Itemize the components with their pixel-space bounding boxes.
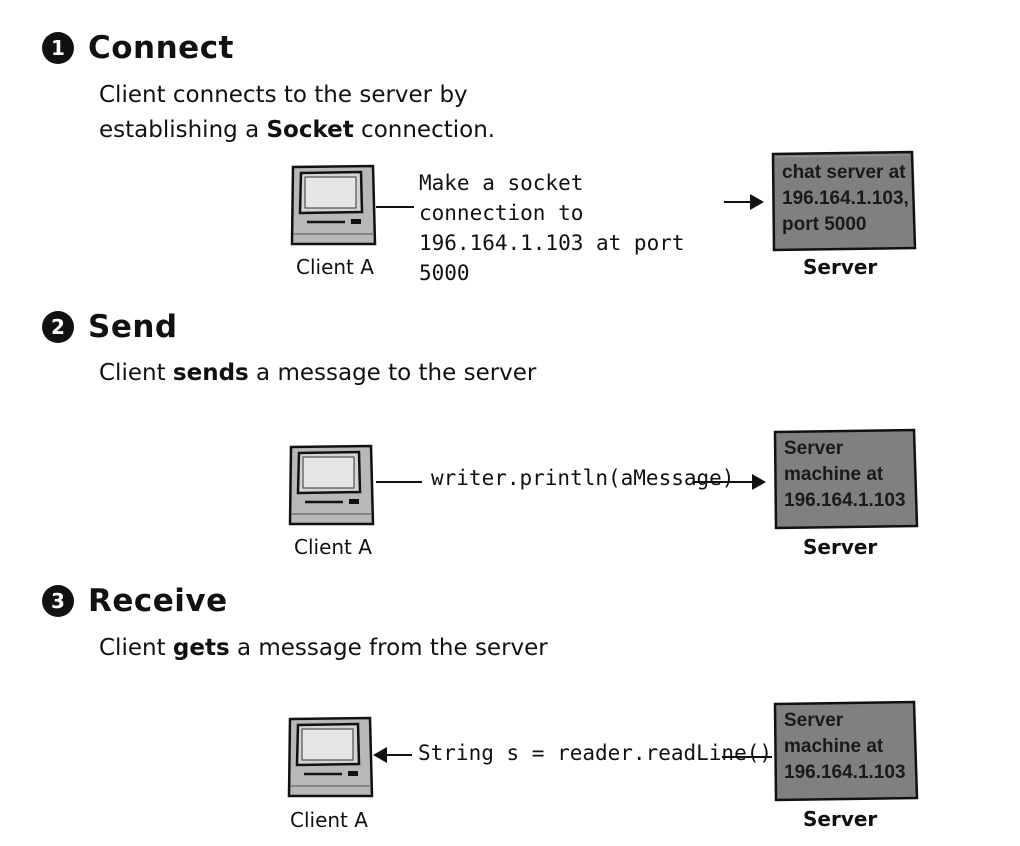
server-line: 196.164.1.103 <box>784 762 906 783</box>
connection-line-left <box>376 206 414 208</box>
send-line-left <box>376 481 422 483</box>
step-3-title: Receive <box>88 583 228 619</box>
step-1-desc-post: connection. <box>353 117 496 143</box>
step-3-desc-post: a message from the server <box>229 635 548 661</box>
server-line: Server <box>784 710 844 731</box>
server-label: Server <box>803 255 878 279</box>
step-2-desc-bold: sends <box>172 360 249 386</box>
receive-line-right <box>722 756 772 758</box>
step-2-title: Send <box>88 309 178 345</box>
step-2-description: Client sends a message to the server <box>99 356 536 391</box>
computer-icon <box>286 716 374 798</box>
step-1-server-text: chat server at 196.164.1.103, port 5000 <box>782 160 910 238</box>
step-1-title: Connect <box>88 30 234 66</box>
step-2-desc-post: a message to the server <box>248 360 537 386</box>
server-box-icon: chat server at 196.164.1.103, port 5000 <box>770 150 918 252</box>
server-line: chat server at <box>782 162 906 183</box>
step-1-message: Make a socket connection to 196.164.1.10… <box>419 168 719 288</box>
step-3-description: Client gets a message from the server <box>99 631 548 666</box>
arrow-right-icon <box>752 474 766 490</box>
send-line-right <box>694 481 754 483</box>
server-line: machine at <box>784 464 884 485</box>
step-1-desc-bold: Socket <box>266 117 354 143</box>
server-line: 196.164.1.103 <box>784 490 906 511</box>
client-a-label: Client A <box>294 535 372 559</box>
arrow-left-icon <box>373 747 387 763</box>
step-3-server-text: Server machine at 196.164.1.103 <box>784 708 912 786</box>
step-1-description: Client connects to the server by establi… <box>99 78 495 148</box>
step-2-number: 2 <box>42 311 74 343</box>
step-3-message: String s = reader.readLine() <box>418 741 773 765</box>
server-box-icon: Server machine at 196.164.1.103 <box>772 700 920 802</box>
connection-line-right <box>724 201 752 203</box>
step-1-desc-line1: Client connects to the server by <box>99 82 468 108</box>
step-1-number: 1 <box>42 32 74 64</box>
computer-icon <box>287 444 375 526</box>
arrow-right-icon <box>750 194 764 210</box>
step-2-message: writer.println(aMessage) <box>431 466 735 490</box>
step-1-desc-pre: establishing a <box>99 117 267 143</box>
step-1-desc-line2: establishing a Socket connection. <box>99 113 495 148</box>
step-1-message-line2: 196.164.1.103 at port 5000 <box>419 231 685 285</box>
step-3-desc-pre: Client <box>99 635 173 661</box>
server-line: 196.164.1.103, <box>782 188 909 209</box>
step-2-heading: 2 Send <box>42 309 178 345</box>
server-box-icon: Server machine at 196.164.1.103 <box>772 428 920 530</box>
step-1-heading: 1 Connect <box>42 30 234 66</box>
receive-line-left <box>386 754 412 756</box>
client-a-label: Client A <box>290 808 368 832</box>
computer-icon <box>289 164 377 246</box>
step-3-desc-bold: gets <box>172 635 230 661</box>
step-3-number: 3 <box>42 585 74 617</box>
step-1-message-line1: Make a socket connection to <box>419 171 584 225</box>
client-a-label: Client A <box>296 255 374 279</box>
step-2-server-text: Server machine at 196.164.1.103 <box>784 436 912 514</box>
server-label: Server <box>803 535 878 559</box>
server-label: Server <box>803 807 878 831</box>
server-line: port 5000 <box>782 214 867 235</box>
step-3-heading: 3 Receive <box>42 583 228 619</box>
server-line: Server <box>784 438 844 459</box>
server-line: machine at <box>784 736 884 757</box>
step-2-desc-pre: Client <box>99 360 173 386</box>
